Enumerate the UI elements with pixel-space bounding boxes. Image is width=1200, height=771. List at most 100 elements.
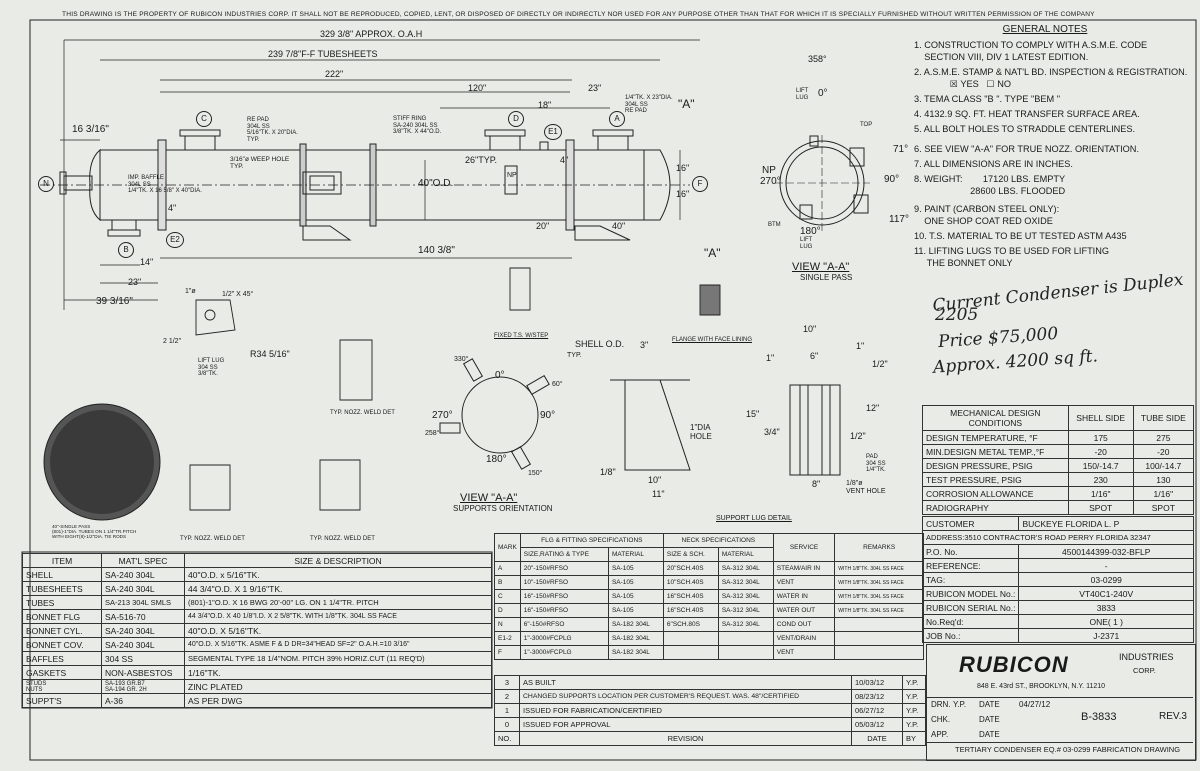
customer-value: ONE( 1 ) [1018,614,1194,629]
dim-14: 14" [140,257,154,267]
view-aa-90: 90° [884,174,900,185]
view-aa-btm: BTM [768,222,781,228]
bom-cell: 40"O.D. X 5/16"TK. [184,623,492,638]
mech-cell: DESIGN PRESSURE, PSIG [922,458,1069,473]
nz-cell: 16"SCH.40S [662,589,719,604]
support-typ: TYP. [567,352,582,359]
detail-r34: R34 5/16" [250,349,290,359]
rev-no: 2 [494,689,520,704]
lug-dim-3-4: 3/4" [764,427,780,437]
callout-re-pad: RE PAD 304L SS 5/16"TK. X 20"DIA. TYP. [247,117,298,143]
bom-cell: SA-240 304L [101,637,185,652]
nz-cell [834,617,924,632]
nozzle-h2: SIZE & SCH. [662,547,719,562]
nz-cell: 16"-150#RFSO [519,603,609,618]
note-10: 10. T.S. MATERIAL TO BE UT TESTED ASTM A… [914,231,1127,241]
nozzle-h-service: SERVICE [772,533,836,562]
nozzle-e1-bubble: E1 [544,124,562,140]
bom-cell: STUDS NUTS [22,679,102,694]
drawing-number: B-3833 [1081,711,1117,723]
nz-cell: C [494,589,521,604]
bom-cell: SA-240 304L [101,567,185,582]
customer-label: RUBICON MODEL No.: [921,586,1020,601]
nz-cell: WITH 1/8"TK. 304L SS FACE [834,575,924,590]
view-aa-180: 180° [800,226,821,237]
nz-cell [717,631,774,646]
drn-label: DRN. [931,700,951,709]
bom-cell: NON-ASBESTOS [101,665,185,680]
nozzle-e2-bubble: E2 [166,232,184,248]
nz-cell: SA-182 304L [607,631,664,646]
view-aa-0: 0° [818,88,828,99]
view-aa-title: VIEW "A-A" [792,261,850,273]
mech-header-2: TUBE SIDE [1132,405,1195,431]
nozzle-schedule: MARK FLG & FITTING SPECIFICATIONS NECK S… [494,533,924,660]
note-3: 3. TEMA CLASS "B ". TYPE "BEM " [914,94,1060,104]
dim-120: 120" [468,83,487,93]
rev-footer: NO. [494,731,520,746]
bom-cell: SA-240 304L [101,623,185,638]
view-aa-270: 270° [760,176,781,187]
dim-40-od: 40"O.D. [418,178,454,189]
customer-value: J-2371 [1018,628,1194,643]
support-1dia-hole: 1"DIA HOLE [690,423,712,441]
view-aa-71: 71° [893,144,909,155]
dim-20: 20" [536,221,550,231]
detail-fixed-ts: FIXED T.S. W/STEP [494,333,549,339]
view-aa-117: 117° [889,214,909,225]
nz-cell: WITH 1/8"TK. 304L SS FACE [834,561,924,576]
bom-cell: SA-213 304L SMLS [101,595,185,610]
lug-dim-12: 12" [866,403,880,413]
bom-cell: A-36 [101,693,185,708]
detail-weld-2: TYP. NOZZ. WELD DET [180,536,245,542]
bom-cell: SA-240 304L [101,581,185,596]
nozzle-h2: MATERIAL [717,547,774,562]
drn-date: 04/27/12 [1019,700,1051,709]
customer-value: - [1018,558,1194,573]
company-logo: RUBICON [959,652,1069,677]
support-angle-330: 330° [454,356,469,363]
detail-sketches [189,267,721,511]
nz-cell: E1-2 [494,631,521,646]
exchanger-elevation [40,129,690,241]
nozzle-a-bubble: A [609,111,625,127]
nozzle-h-flg: FLG & FITTING SPECIFICATIONS [519,533,664,548]
support-angle-60: 60° [552,381,563,388]
callout-re-pad-2: 1/4"TK. X 23"DIA. 304L SS RE PAD [625,95,673,115]
mech-cell: 130 [1132,472,1195,487]
dim-23b: 23" [128,277,142,287]
bom-header: MAT'L SPEC [101,553,185,568]
dim-23: 23" [588,83,602,93]
mech-cell: 100/-14.7 [1132,458,1195,473]
nz-cell: D [494,603,521,618]
callout-stiff-ring: STIFF RING SA-240 304L SS 3/8"TK. X 44"O… [393,116,442,136]
supports-subtitle: SUPPORTS ORIENTATION [453,504,553,513]
rev-no: 3 [494,675,520,690]
nz-cell: 16"-150#RFSO [519,589,609,604]
bom-cell: SEGMENTAL TYPE 18 1/4"NOM. PITCH 39% HOR… [184,651,492,666]
company-industries: INDUSTRIES [1119,652,1174,662]
bom-cell: 40"O.D. X 5/16"TK. ASME F & D DR=34"HEAD… [184,637,492,652]
lug-dim-6: 6" [810,351,819,361]
chk-label: CHK. [931,715,951,724]
callout-weep-hole: 3/16"ø WEEP HOLE TYP. [230,156,290,171]
nz-cell: SA-312 304L [717,575,774,590]
nz-cell: SA-105 [607,589,664,604]
mech-cell: 230 [1067,472,1134,487]
dim-16a: 16" [676,163,690,173]
nozzle-b-bubble: B [118,242,134,258]
supports-title: VIEW "A-A" [460,492,518,504]
dim-39: 39 3/16" [96,296,133,307]
drn-date-label: DATE [979,700,1000,709]
bom-cell: BONNET FLG [22,609,102,624]
dim-40: 40" [612,221,626,231]
note-8: 8. WEIGHT: 17120 LBS. EMPTY 28600 LBS. F… [914,174,1066,196]
nozzle-h-remarks: REMARKS [834,533,924,562]
nz-cell: 6"-150#RFSO [519,617,609,632]
mech-design-table: MECHANICAL DESIGN CONDITIONS SHELL SIDE … [922,405,1195,515]
rev-by: Y.P. [902,703,926,718]
view-a-marker: "A" [678,97,695,111]
tubesheet-layout [43,403,161,521]
rev-date: 06/27/12 [851,703,903,718]
